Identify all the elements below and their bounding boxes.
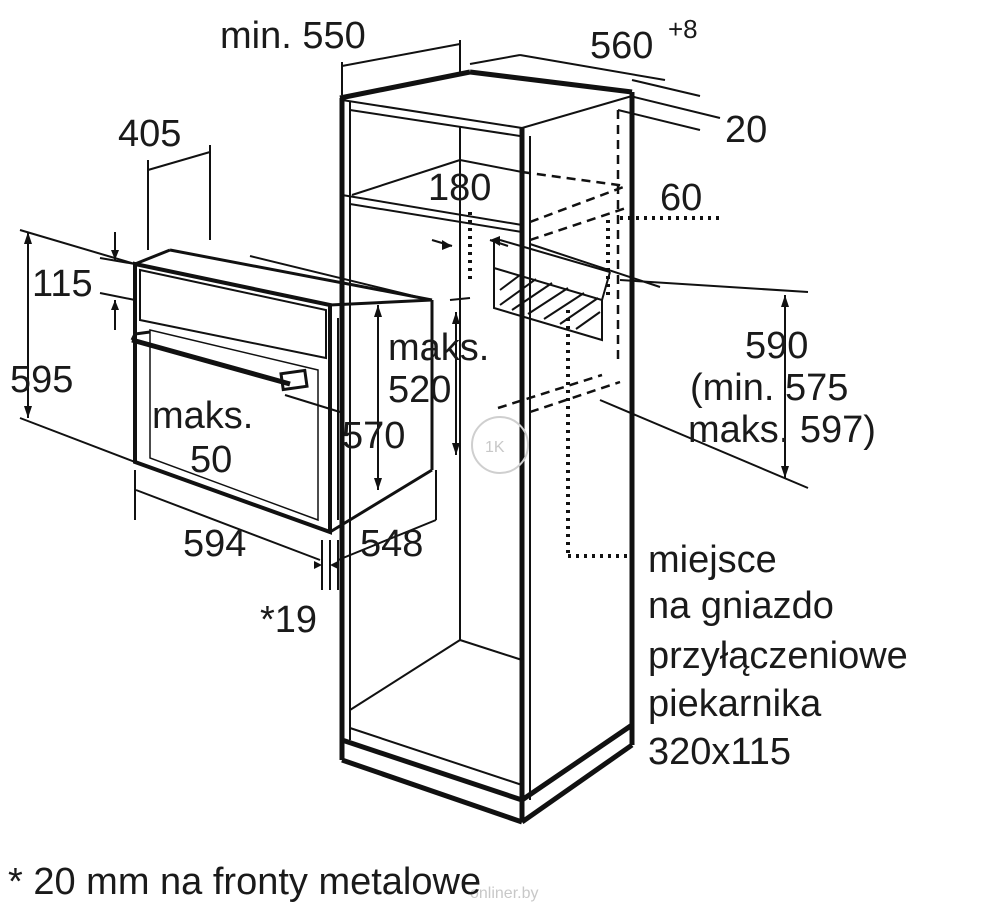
watermark: 1K onliner.by bbox=[470, 416, 539, 902]
footnote: * 20 mm na fronty metalowe bbox=[8, 861, 481, 903]
dim-590-min: (min. 575 bbox=[690, 367, 848, 409]
socket-note: miejsce na gniazdo przyłączeniowe piekar… bbox=[648, 539, 908, 773]
dim-20: 20 bbox=[725, 109, 767, 151]
dim-594: 594 bbox=[183, 523, 246, 565]
socket-note-line5: 320x115 bbox=[648, 731, 791, 773]
watermark-logo: 1K bbox=[485, 439, 505, 456]
dim-maks-520-label: maks. bbox=[388, 327, 489, 369]
dim-560-tolerance: +8 bbox=[668, 14, 698, 44]
dimension-labels: min. 550 560 +8 20 405 180 60 115 595 ma… bbox=[10, 14, 876, 641]
dim-405: 405 bbox=[118, 113, 181, 155]
dim-180: 180 bbox=[428, 167, 491, 209]
dim-590-max: maks. 597) bbox=[688, 409, 876, 451]
dim-60: 60 bbox=[660, 177, 702, 219]
oven bbox=[130, 248, 434, 535]
dim-115: 115 bbox=[32, 263, 93, 305]
dim-560: 560 bbox=[590, 25, 653, 67]
dim-maks-50-value: 50 bbox=[190, 439, 232, 481]
socket-note-line2: na gniazdo bbox=[648, 585, 834, 627]
cabinet bbox=[339, 69, 635, 825]
dim-maks-50-label: maks. bbox=[152, 395, 253, 437]
dim-maks-520-value: 520 bbox=[388, 369, 451, 411]
watermark-text: onliner.by bbox=[470, 885, 539, 902]
dim-19: *19 bbox=[260, 599, 317, 641]
dim-548: 548 bbox=[360, 523, 423, 565]
socket-note-line1: miejsce bbox=[648, 539, 777, 581]
dim-590: 590 bbox=[745, 325, 808, 367]
dim-570: 570 bbox=[342, 415, 405, 457]
socket-note-line3: przyłączeniowe bbox=[648, 635, 908, 677]
socket-note-line4: piekarnika bbox=[648, 683, 822, 725]
ventilation-area bbox=[493, 239, 611, 342]
arrowheads bbox=[24, 232, 789, 569]
dim-595: 595 bbox=[10, 359, 73, 401]
dim-min-550: min. 550 bbox=[220, 15, 366, 57]
